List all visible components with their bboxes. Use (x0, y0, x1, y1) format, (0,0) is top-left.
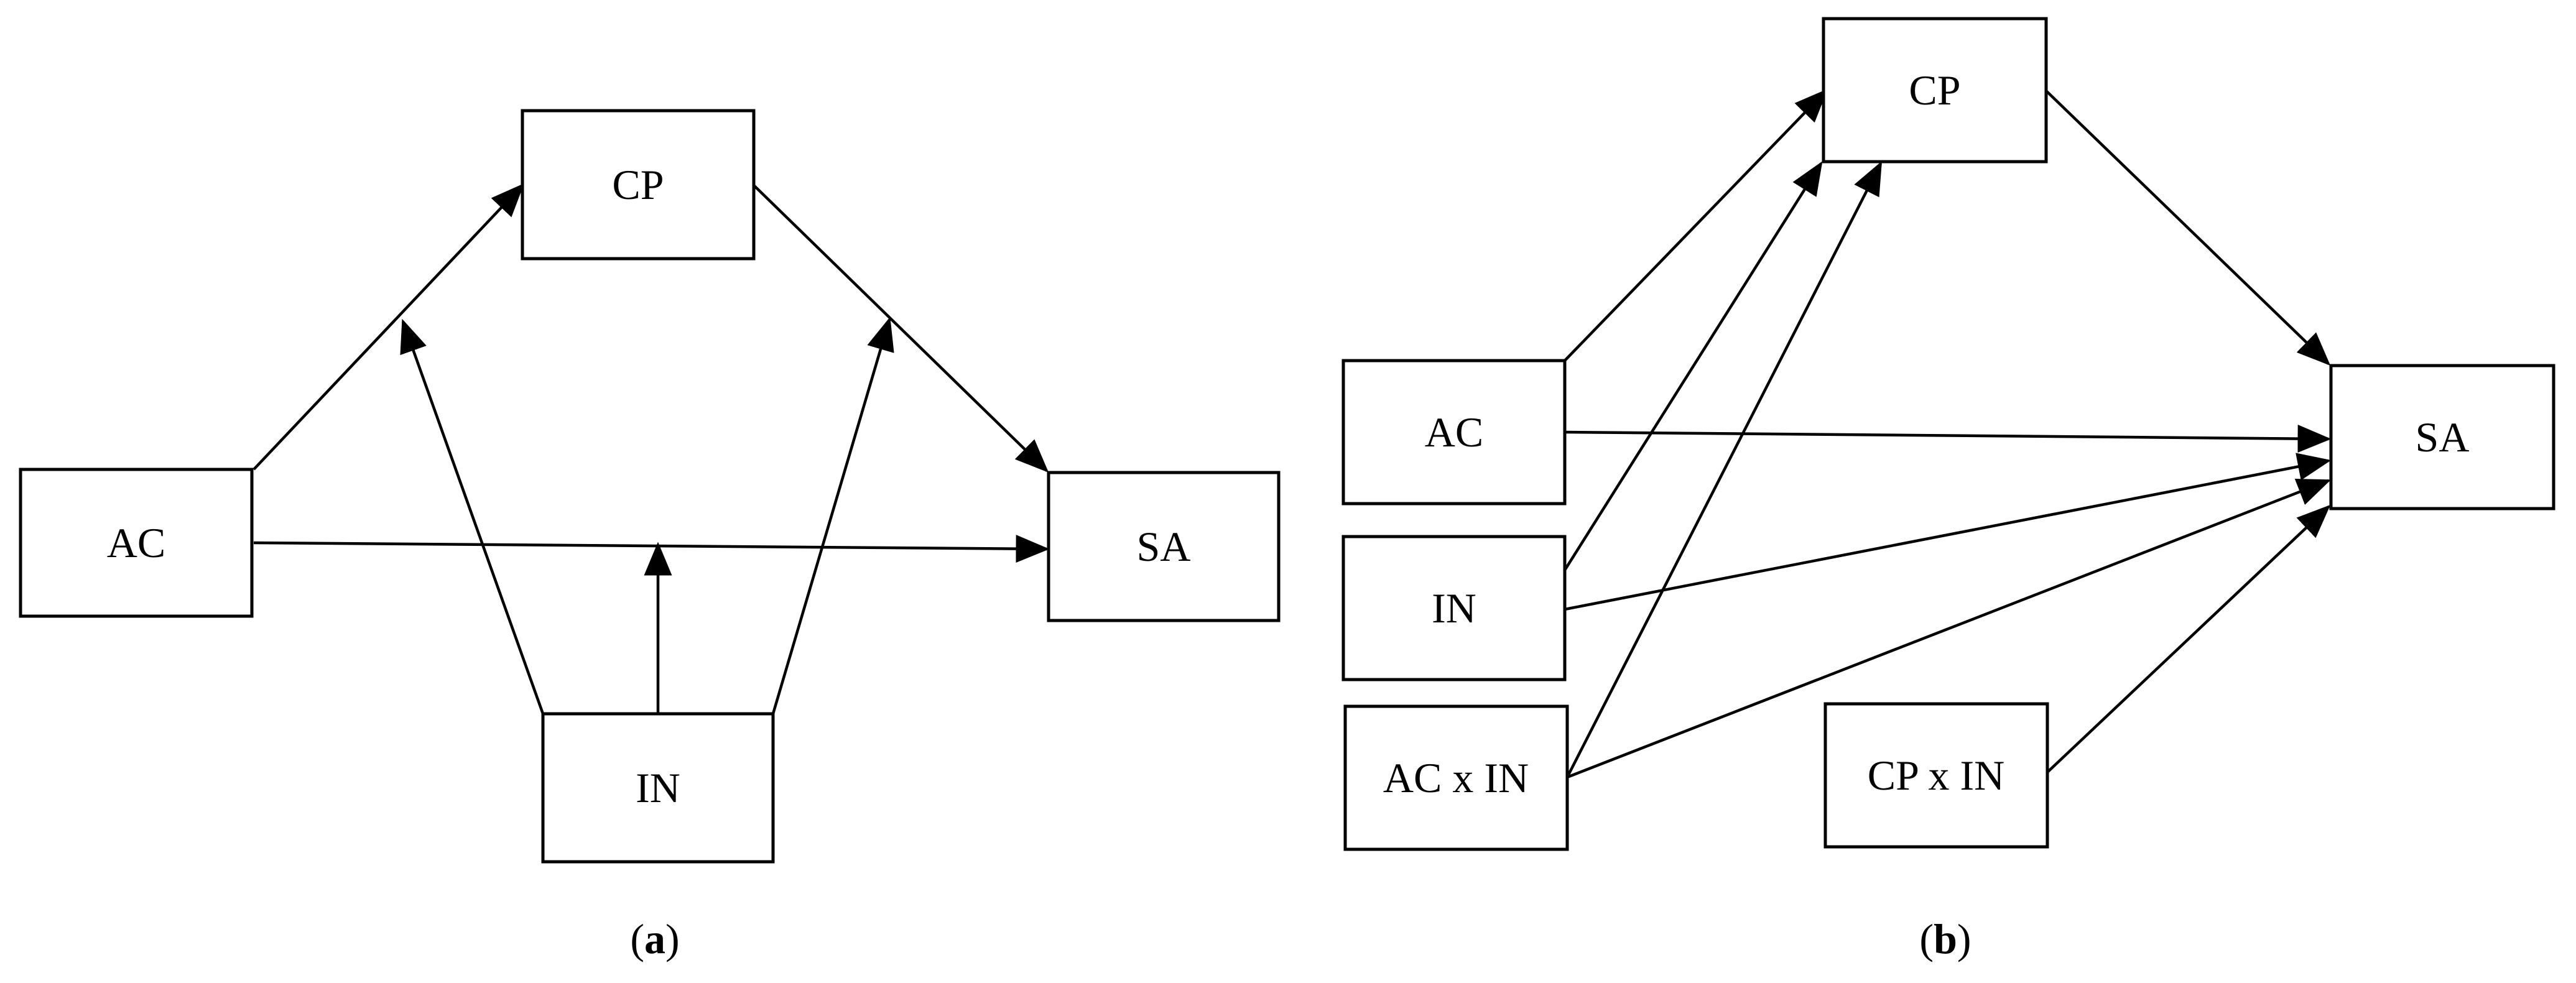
node-a-ac-label: AC (107, 519, 165, 566)
node-b-acxin-label: AC x IN (1383, 754, 1529, 801)
node-a-in: IN (541, 712, 775, 864)
edge-a-in-accp (400, 318, 545, 714)
node-b-sa-label: SA (2416, 413, 2470, 461)
edge-b-in-sa (1564, 453, 2332, 611)
edge-a-in-cpsa (771, 316, 894, 714)
edge-b-cp-sa (2045, 90, 2331, 366)
edge-b-cpxin-sa (2046, 504, 2331, 773)
edge-b-acxin-sa (1567, 479, 2332, 779)
node-a-ac: AC (19, 468, 254, 618)
node-a-cp: CP (521, 109, 756, 261)
node-b-ac-label: AC (1425, 408, 1483, 456)
node-b-cpxin: CP x IN (1823, 702, 2049, 849)
node-b-sa: SA (2329, 364, 2555, 510)
node-b-in-label: IN (1432, 584, 1476, 632)
edge-b-in-cp (1564, 161, 1823, 571)
node-b-cp: CP (1822, 17, 2048, 164)
node-a-sa-label: SA (1137, 523, 1191, 570)
node-a-cp-label: CP (612, 161, 664, 208)
node-b-cpxin-label: CP x IN (1868, 752, 2004, 799)
edge-b-ac-sa (1564, 425, 2332, 453)
node-b-ac: AC (1341, 359, 1567, 505)
panel-a: AC CP SA IN (a) (19, 109, 1281, 962)
edge-a-ac-sa (253, 535, 1050, 563)
panel-a-caption: (a) (630, 915, 679, 962)
panel-b-caption: (b) (1919, 915, 1971, 962)
node-a-sa: SA (1047, 471, 1281, 622)
edge-b-ac-cp (1564, 88, 1828, 362)
node-b-cp-label: CP (1909, 67, 1960, 114)
edge-b-acxin-cp (1565, 160, 1883, 778)
edge-a-cp-sa (753, 184, 1049, 473)
node-b-in: IN (1341, 535, 1567, 681)
node-a-in-label: IN (636, 764, 680, 811)
edge-a-ac-cp (253, 183, 525, 471)
panel-b: CP AC IN AC x IN SA CP x IN (b) (1341, 17, 2555, 962)
node-b-acxin: AC x IN (1343, 704, 1569, 851)
